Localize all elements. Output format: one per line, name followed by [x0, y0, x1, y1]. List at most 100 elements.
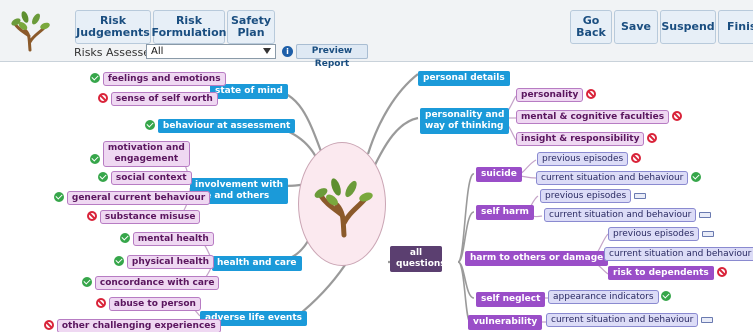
- behaviour-node[interactable]: behaviour at assessment: [145, 118, 296, 133]
- harm-prev-node[interactable]: previous episodes: [608, 227, 715, 241]
- mental-health-node[interactable]: mental health: [120, 231, 214, 246]
- personality-node[interactable]: personality: [516, 87, 597, 102]
- finish-button[interactable]: Finish: [718, 10, 753, 44]
- no-entry-icon: [631, 153, 642, 163]
- general-behaviour-label: general current behaviour: [66, 190, 211, 205]
- no-entry-icon: [87, 211, 97, 221]
- save-button[interactable]: Save: [614, 10, 658, 44]
- self-worth-label: sense of self worth: [110, 91, 218, 106]
- physical-health-node[interactable]: physical health: [114, 254, 215, 269]
- suicide-current-node[interactable]: current situation and behaviour: [536, 170, 702, 185]
- no-entry-icon: [716, 267, 727, 277]
- check-icon: [114, 256, 124, 266]
- suicide-current-label: current situation and behaviour: [536, 170, 689, 185]
- risks-assessed-select[interactable]: All: [146, 44, 276, 59]
- go-back-button[interactable]: Go Back: [570, 10, 612, 44]
- preview-report-button[interactable]: Preview Report: [296, 44, 368, 69]
- mental-cog-label: mental & cognitive faculties: [516, 109, 670, 124]
- info-icon[interactable]: i: [282, 46, 293, 57]
- personal-details-node[interactable]: personal details: [418, 71, 510, 86]
- risk-dependents-node[interactable]: risk to dependents: [608, 265, 727, 280]
- check-icon: [661, 291, 672, 301]
- behaviour-label: behaviour at assessment: [157, 118, 296, 133]
- insight-node[interactable]: insight & responsibility: [516, 131, 658, 146]
- state-of-mind-node[interactable]: state of mind: [210, 84, 288, 99]
- other-experiences-label: other challenging experiences: [56, 318, 221, 332]
- risk-dependents-label: risk to dependents: [608, 265, 714, 280]
- substance-node[interactable]: substance misuse: [87, 209, 201, 224]
- insight-label: insight & responsibility: [516, 131, 645, 146]
- check-icon: [691, 172, 702, 182]
- feelings-label: feelings and emotions: [102, 71, 226, 86]
- check-icon: [120, 233, 130, 243]
- no-entry-icon: [98, 93, 108, 103]
- self-harm-current-label: current situation and behaviour: [544, 208, 697, 222]
- chevron-down-icon: [263, 48, 271, 54]
- center-logo-ellipse: [298, 142, 386, 266]
- suspend-button[interactable]: Suspend: [660, 10, 716, 44]
- vulnerability-node[interactable]: vulnerability: [468, 315, 543, 330]
- no-entry-icon: [44, 320, 54, 330]
- tree-logo-icon: [11, 11, 50, 52]
- comment-bar-icon: [634, 192, 647, 199]
- self-harm-prev-node[interactable]: previous episodes: [540, 189, 647, 203]
- check-icon: [145, 120, 155, 130]
- mental-cog-node[interactable]: mental & cognitive faculties: [516, 109, 682, 124]
- self-harm-prev-label: previous episodes: [540, 189, 632, 203]
- harm-current-label: current situation and behaviour: [604, 247, 753, 261]
- comment-bar-icon: [702, 230, 715, 237]
- risks-assessed-label: Risks Assessed:: [74, 46, 161, 59]
- harm-prev-label: previous episodes: [608, 227, 700, 241]
- no-entry-icon: [647, 133, 658, 143]
- check-icon: [90, 153, 100, 164]
- toolbar: Risk Judgements Risk Formulation Safety …: [0, 0, 753, 69]
- self-harm-node[interactable]: self harm: [476, 205, 534, 220]
- check-icon: [82, 277, 92, 287]
- suicide-node[interactable]: suicide: [476, 167, 522, 182]
- adverse-node[interactable]: adverse life events: [200, 311, 307, 326]
- comment-bar-icon: [699, 211, 712, 218]
- concordance-node[interactable]: concordance with care: [82, 275, 220, 290]
- check-icon: [98, 172, 108, 182]
- vulnerability-current-label: current situation and behaviour: [546, 313, 699, 327]
- health-care-node[interactable]: health and care: [212, 256, 302, 271]
- abuse-label: abuse to person: [108, 296, 201, 311]
- appearance-label: appearance indicators: [548, 289, 659, 304]
- appearance-node[interactable]: appearance indicators: [548, 289, 672, 304]
- comment-bar-icon: [701, 316, 714, 323]
- tree-logo-icon: [314, 178, 373, 238]
- feelings-node[interactable]: feelings and emotions: [90, 71, 226, 86]
- social-node[interactable]: social context: [98, 170, 192, 185]
- suicide-prev-node[interactable]: previous episodes: [537, 151, 642, 166]
- check-icon: [90, 73, 100, 83]
- self-worth-node[interactable]: sense of self worth: [98, 91, 218, 106]
- no-entry-icon: [96, 298, 106, 308]
- no-entry-icon: [586, 89, 597, 99]
- other-experiences-node[interactable]: other challenging experiences: [44, 318, 221, 332]
- harm-others-node[interactable]: harm to others or damage: [465, 251, 609, 266]
- concordance-label: concordance with care: [94, 275, 220, 290]
- motivation-node[interactable]: motivation and engagement: [90, 141, 190, 167]
- all-questions-node[interactable]: all questions: [390, 246, 446, 272]
- risks-selected-value: All: [151, 46, 164, 57]
- abuse-node[interactable]: abuse to person: [96, 296, 201, 311]
- physical-health-label: physical health: [126, 254, 215, 269]
- mental-health-label: mental health: [132, 231, 214, 246]
- social-label: social context: [110, 170, 192, 185]
- personality-way-node[interactable]: personality and way of thinking: [420, 108, 510, 134]
- no-entry-icon: [671, 111, 682, 121]
- self-neglect-node[interactable]: self neglect: [476, 292, 546, 307]
- safety-plan-button[interactable]: Safety Plan: [227, 10, 275, 44]
- general-behaviour-node[interactable]: general current behaviour: [54, 190, 211, 205]
- check-icon: [54, 192, 64, 202]
- motivation-label: motivation and engagement: [102, 141, 190, 167]
- harm-current-node[interactable]: current situation and behaviour: [604, 247, 753, 261]
- substance-label: substance misuse: [99, 209, 201, 224]
- mind-map: all questions state of mind feelings and…: [0, 62, 753, 332]
- risk-judgements-button[interactable]: Risk Judgements: [75, 10, 151, 44]
- self-harm-current-node[interactable]: current situation and behaviour: [544, 208, 712, 222]
- suicide-prev-label: previous episodes: [537, 151, 629, 166]
- risk-formulation-button[interactable]: Risk Formulation: [152, 10, 226, 44]
- vulnerability-current-node[interactable]: current situation and behaviour: [546, 313, 714, 327]
